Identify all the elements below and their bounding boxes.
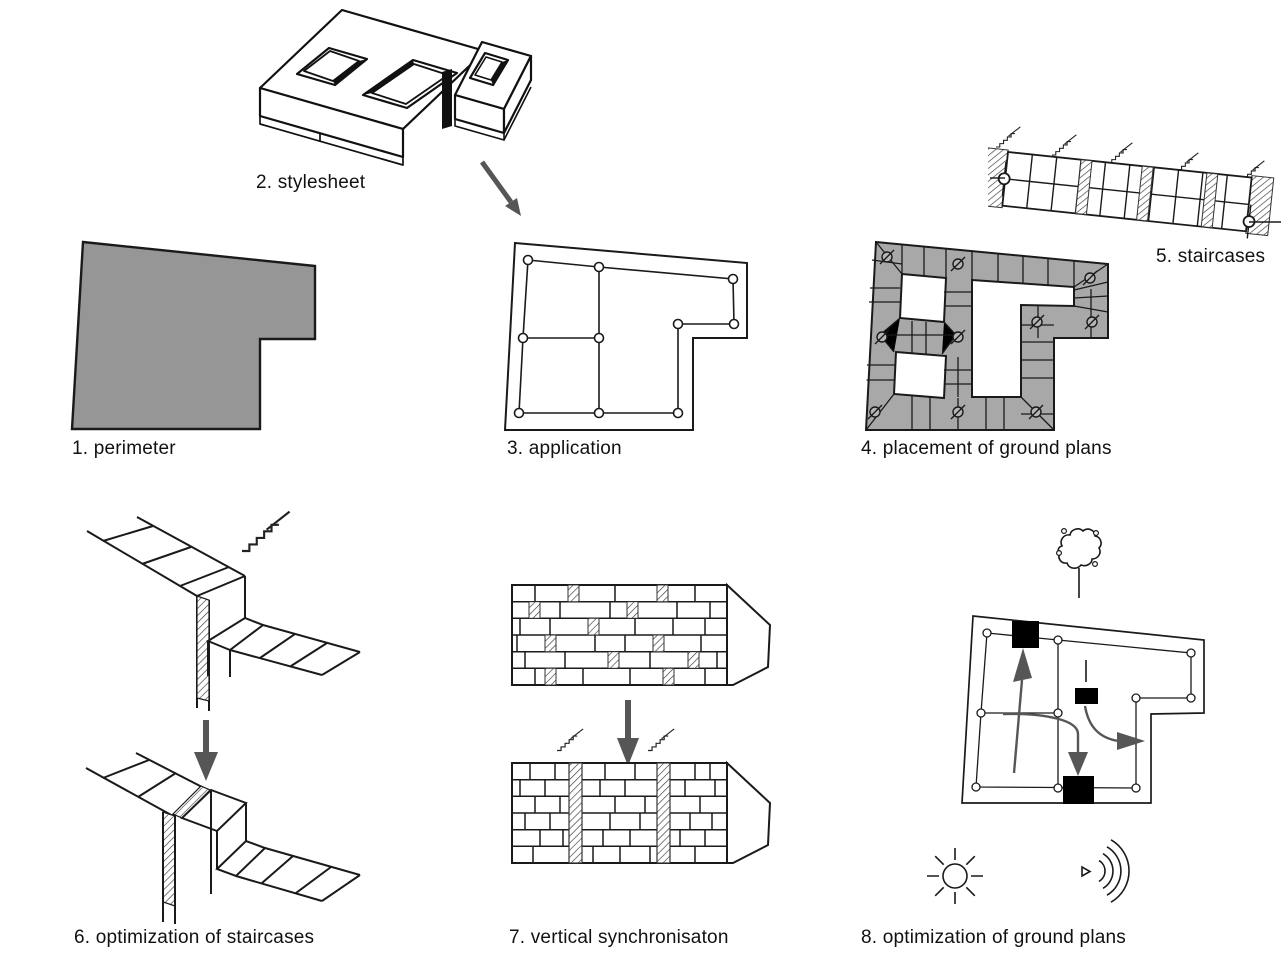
node-markers bbox=[971, 628, 1196, 793]
staircase-icon bbox=[1051, 134, 1077, 156]
staircase-icon bbox=[995, 126, 1021, 148]
stylesheet-axonometric bbox=[258, 8, 533, 216]
step-1-figure bbox=[60, 225, 330, 440]
staircase-band bbox=[988, 126, 1281, 239]
staircase-icon bbox=[240, 510, 291, 553]
placed-block bbox=[1012, 621, 1098, 804]
step-5-label: 5. staircases bbox=[1156, 246, 1266, 267]
vertical-synchronisation bbox=[511, 582, 772, 864]
before-staircase-drawing bbox=[86, 516, 361, 711]
after-staircase-drawing bbox=[85, 752, 361, 924]
step-7-label: 7. vertical synchronisaton bbox=[509, 927, 729, 948]
staircase-optimization bbox=[85, 510, 361, 924]
sun-icon bbox=[927, 848, 983, 904]
ground-plan-optimization bbox=[927, 528, 1205, 904]
step-4-figure bbox=[856, 230, 1120, 438]
step-6-figure bbox=[60, 498, 390, 926]
step-3-figure bbox=[495, 235, 760, 440]
vegetation-icon bbox=[1056, 528, 1102, 598]
step-5-figure bbox=[988, 112, 1281, 250]
ground-plan-placement bbox=[864, 240, 1109, 431]
flow-arrow-down bbox=[617, 700, 639, 766]
application-plan bbox=[503, 241, 748, 431]
step-8-label: 8. optimization of ground plans bbox=[861, 927, 1126, 948]
node-markers bbox=[513, 254, 740, 419]
step-2-label: 2. stylesheet bbox=[256, 172, 366, 193]
node-slash-markers bbox=[867, 249, 1100, 420]
step-1-label: 1. perimeter bbox=[72, 438, 176, 459]
staircase-icon bbox=[1107, 142, 1133, 164]
flow-arrow-2-to-3 bbox=[479, 160, 521, 216]
pivot-node bbox=[997, 172, 1011, 186]
perimeter-polygon bbox=[70, 240, 317, 431]
before-elevation bbox=[511, 582, 772, 686]
optimization-arrows bbox=[1002, 648, 1145, 776]
staircase-icon bbox=[647, 728, 675, 752]
step-6-label: 6. optimization of staircases bbox=[74, 927, 315, 948]
step-2-figure bbox=[245, 0, 545, 235]
step-7-figure bbox=[505, 582, 785, 882]
after-elevation bbox=[511, 760, 772, 864]
step-4-label: 4. placement of ground plans bbox=[861, 438, 1112, 459]
staircase-icon bbox=[556, 728, 584, 752]
step-3-label: 3. application bbox=[507, 438, 622, 459]
flow-arrow-down bbox=[194, 720, 218, 781]
noise-icon bbox=[1081, 839, 1130, 903]
step-8-figure bbox=[855, 512, 1225, 924]
